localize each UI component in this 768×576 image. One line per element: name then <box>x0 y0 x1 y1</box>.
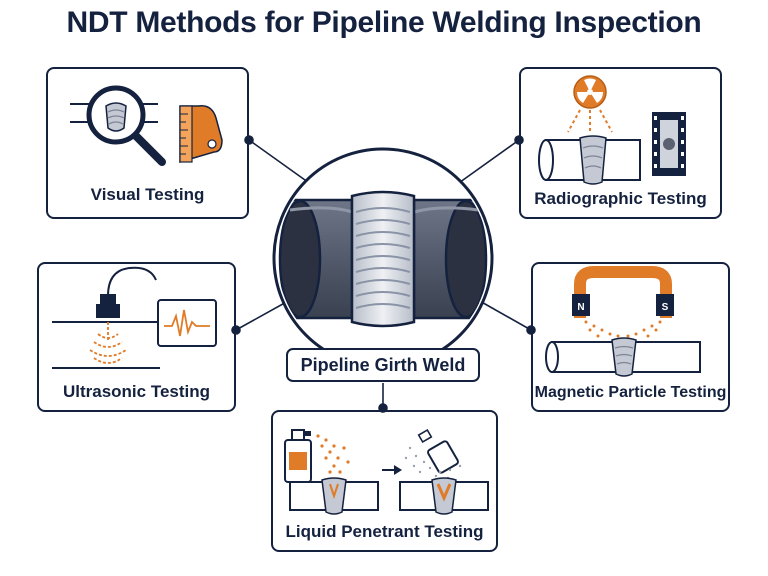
card-ultrasonic-testing: Ultrasonic Testing <box>37 262 236 412</box>
card-visual-testing: Visual Testing <box>46 67 249 219</box>
label-ultrasonic-testing: Ultrasonic Testing <box>62 382 211 401</box>
card-liquid-penetrant-testing: Liquid Penetrant Testing <box>271 410 498 552</box>
diagram-title: NDT Methods for Pipeline Welding Inspect… <box>66 6 702 39</box>
center-label: Pipeline Girth Weld <box>286 348 480 382</box>
label-liquid-penetrant-testing: Liquid Penetrant Testing <box>285 522 484 541</box>
label-radiographic-testing: Radiographic Testing <box>534 189 707 208</box>
card-magnetic-particle-testing: Magnetic Particle Testing <box>531 262 730 412</box>
girth-weld-illustration <box>272 147 494 369</box>
label-magnetic-particle-testing: Magnetic Particle Testing <box>534 384 727 401</box>
label-visual-testing: Visual Testing <box>90 185 205 204</box>
card-radiographic-testing: Radiographic Testing <box>519 67 722 219</box>
